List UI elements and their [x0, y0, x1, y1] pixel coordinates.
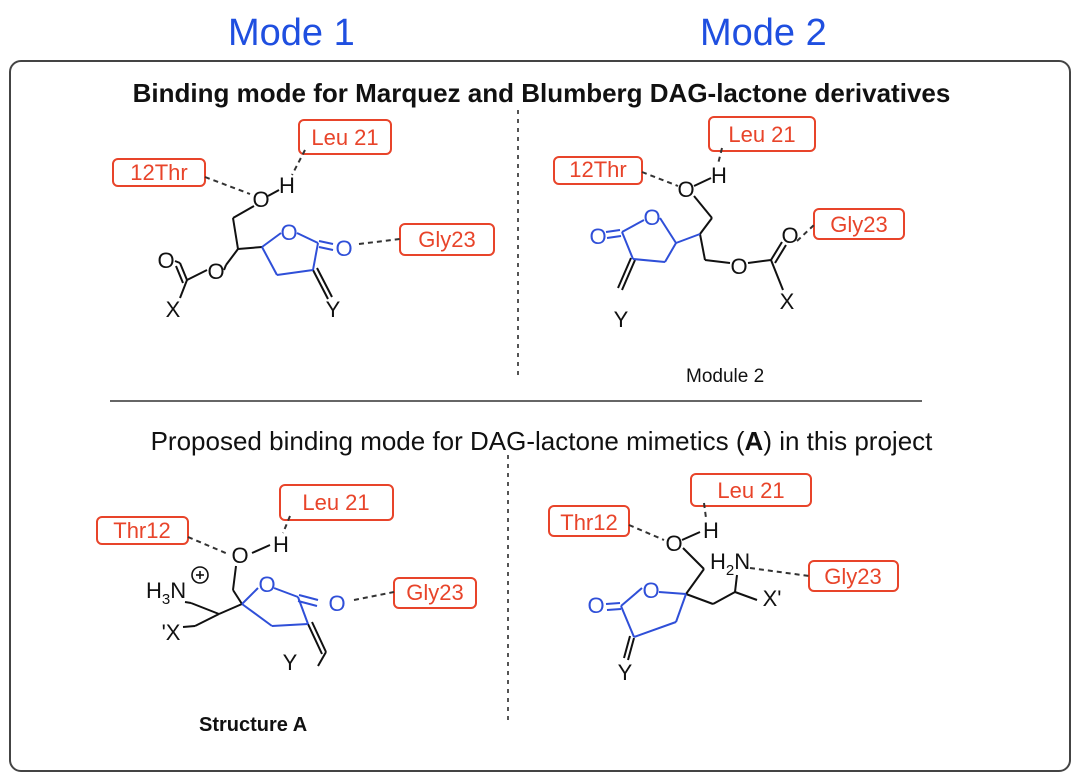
molecule-bottom-left	[96, 484, 477, 667]
atom-label: Y	[283, 650, 298, 675]
atom-label: X	[166, 297, 181, 322]
atom-label: Y	[618, 660, 633, 685]
molecule-top-right-labels: 12Thr Leu 21 Gly23 O H O O X Y O O	[569, 122, 887, 332]
residue-label: Leu 21	[717, 478, 784, 503]
atom-label: X'	[763, 586, 782, 611]
residue-label: Gly23	[418, 227, 475, 252]
atom-label: H	[273, 532, 289, 557]
residue-label: Gly23	[830, 212, 887, 237]
atom-label: O	[207, 259, 224, 284]
residue-label: 12Thr	[130, 160, 187, 185]
residue-label: Leu 21	[728, 122, 795, 147]
residue-label: Gly23	[406, 580, 463, 605]
residue-label: Thr12	[560, 510, 617, 535]
atom-label: O	[157, 248, 174, 273]
structure-a-label: Structure A	[199, 714, 308, 736]
atom-label: O	[258, 572, 275, 597]
residue-label: 12Thr	[569, 157, 626, 182]
atom-label: H	[279, 173, 295, 198]
atom-label: O	[677, 177, 694, 202]
residue-box	[298, 119, 392, 155]
molecule-top-left-labels: 12Thr Leu 21 Gly23 O H O O X Y O O	[130, 125, 475, 322]
module-2-label: Module 2	[686, 366, 765, 387]
figure-frame	[9, 60, 1071, 772]
residue-label: Thr12	[113, 518, 170, 543]
residue-label: Leu 21	[311, 125, 378, 150]
bottom-heading-post: ) in this project	[763, 426, 933, 456]
atom-label: H	[703, 518, 719, 543]
atom-label: O	[280, 220, 297, 245]
residue-box	[690, 473, 812, 507]
atom-label: O	[642, 578, 659, 603]
mode-2-title: Mode 2	[700, 12, 827, 54]
atom-label: O	[643, 205, 660, 230]
residue-box	[553, 156, 643, 185]
residue-box	[399, 223, 495, 256]
atom-label: O	[328, 591, 345, 616]
atom-label: 'X	[162, 620, 181, 645]
atom-label: O	[730, 254, 747, 279]
residue-box	[279, 484, 394, 521]
bottom-heading: Proposed binding mode for DAG-lactone mi…	[0, 426, 1083, 457]
residue-box	[548, 505, 630, 537]
residue-box	[808, 560, 899, 592]
amine-label: H2N	[710, 549, 750, 579]
atom-label: Y	[326, 297, 341, 322]
atom-label: O	[587, 593, 604, 618]
molecule-bottom-right	[548, 473, 899, 661]
molecule-top-right	[553, 116, 905, 291]
atom-label: O	[589, 224, 606, 249]
atom-label: X	[780, 289, 795, 314]
atom-label: O	[781, 223, 798, 248]
atom-label: H	[711, 163, 727, 188]
amine-label: H3N	[146, 578, 186, 608]
atom-label: Y	[614, 307, 629, 332]
atom-label: O	[335, 236, 352, 261]
top-heading: Binding mode for Marquez and Blumberg DA…	[132, 78, 951, 108]
residue-box	[708, 116, 816, 152]
residue-box	[96, 516, 189, 545]
bottom-heading-bold: A	[744, 426, 764, 456]
residue-box	[813, 208, 905, 240]
residue-box	[112, 158, 206, 187]
residue-label: Gly23	[824, 564, 881, 589]
atom-label: O	[252, 187, 269, 212]
residue-label: Leu 21	[302, 490, 369, 515]
atom-label: O	[231, 543, 248, 568]
atom-label: O	[665, 531, 682, 556]
mode-1-title: Mode 1	[228, 12, 355, 54]
molecule-bottom-right-labels: Thr12 Leu 21 Gly23 O H H2N X' Y O O	[560, 478, 881, 685]
bottom-heading-pre: Proposed binding mode for DAG-lactone mi…	[150, 426, 745, 456]
plus-charge-icon	[191, 566, 209, 584]
molecule-top-left	[112, 119, 495, 300]
